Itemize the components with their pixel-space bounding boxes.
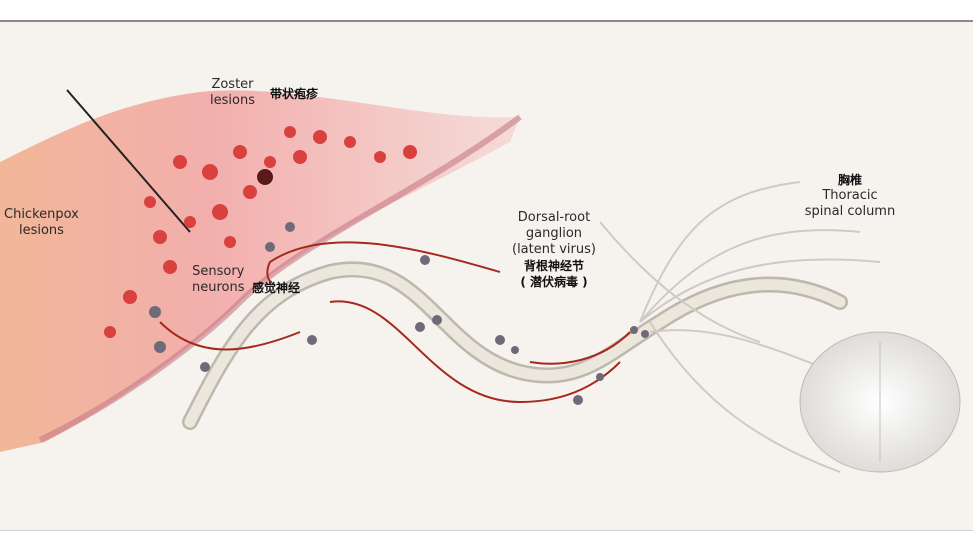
zoster-label-zh: 带状疱疹 bbox=[270, 87, 319, 101]
thoracic-label: 胸椎 Thoracic spinal column bbox=[800, 172, 900, 220]
zoster-line-2: lesions bbox=[210, 93, 255, 108]
skin-edge bbox=[38, 114, 522, 443]
skin-layer bbox=[0, 90, 520, 453]
sensory-line-2: neurons bbox=[192, 280, 245, 295]
virus-particles bbox=[149, 222, 649, 405]
thoracic-line-2: spinal column bbox=[804, 204, 896, 219]
drg-zh-2: ( 潜伏病毒 ) bbox=[520, 275, 588, 289]
drg-line-2: ganglion bbox=[525, 226, 583, 241]
zoster-line-1: Zoster bbox=[211, 77, 254, 92]
virus-arrows bbox=[159, 241, 631, 404]
thoracic-zh: 胸椎 bbox=[837, 173, 862, 187]
sensory-label-zh: 感觉神经 bbox=[252, 281, 301, 295]
drg-line-1: Dorsal-root bbox=[517, 210, 591, 225]
pointer-line bbox=[66, 89, 191, 233]
drg-zh-1: 背根神经节 bbox=[523, 259, 584, 273]
shingles-diagram bbox=[0, 89, 961, 473]
sensory-line-1: Sensory bbox=[192, 264, 245, 279]
zoster-label: Zoster lesions bbox=[210, 77, 255, 109]
thoracic-line-1: Thoracic bbox=[822, 188, 878, 203]
illustration-frame: Zoster lesions 带状疱疹 Chickenpox lesions S… bbox=[0, 20, 973, 531]
lesions bbox=[104, 126, 417, 338]
chickenpox-line-1: Chickenpox bbox=[4, 207, 79, 222]
drg-label: Dorsal-root ganglion (latent virus) 背根神经… bbox=[512, 210, 596, 290]
nerve-fiber-inner bbox=[184, 264, 846, 428]
chickenpox-label: Chickenpox lesions bbox=[4, 207, 79, 239]
sensory-label: Sensory neurons bbox=[192, 264, 245, 296]
chickenpox-line-2: lesions bbox=[18, 223, 64, 238]
drg-line-3: (latent virus) bbox=[512, 242, 596, 257]
